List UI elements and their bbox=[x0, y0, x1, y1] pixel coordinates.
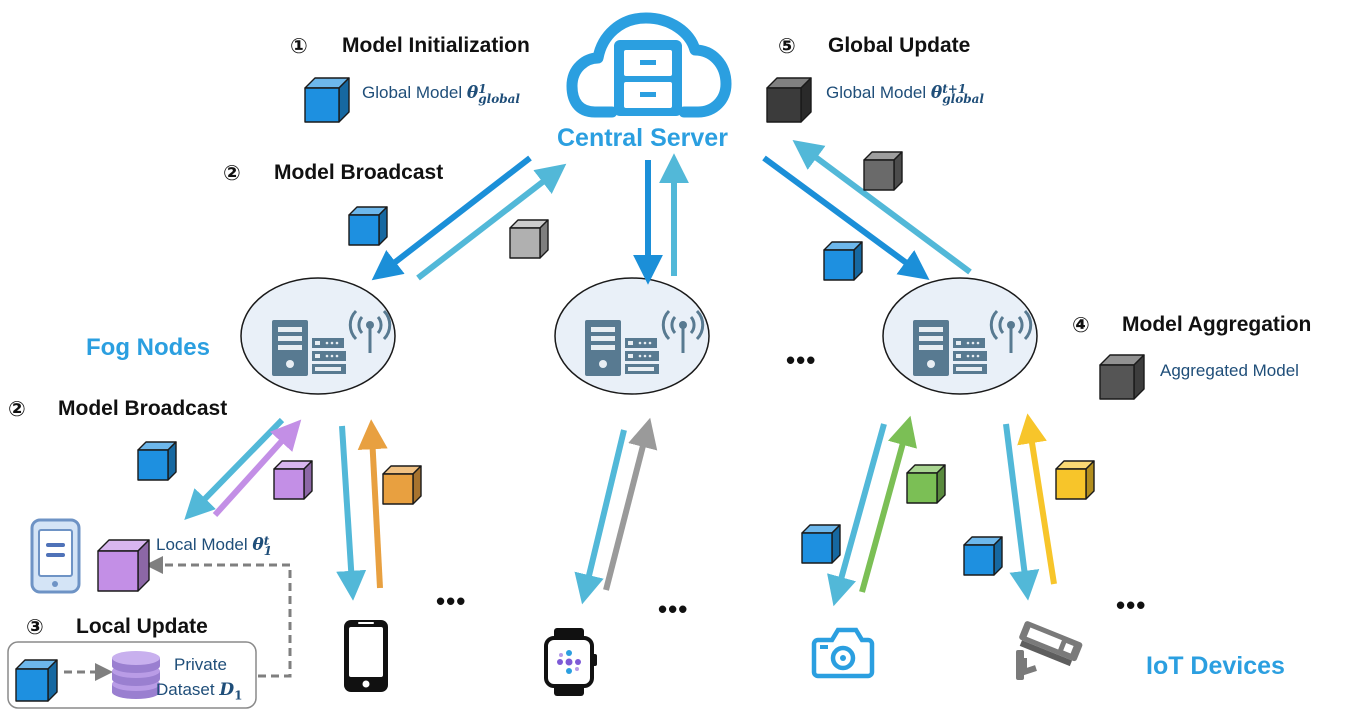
model-cubes bbox=[15, 77, 1145, 702]
smartwatch-icon bbox=[544, 628, 597, 696]
cube-local-update bbox=[15, 659, 58, 702]
cube-broadcast-top bbox=[348, 206, 388, 246]
cloud-server-icon bbox=[566, 12, 732, 118]
step-2-number-left: ② bbox=[8, 398, 26, 421]
step-3-number: ③ bbox=[26, 616, 44, 639]
step-4-number: ④ bbox=[1072, 314, 1090, 337]
phone-app-icon bbox=[30, 518, 81, 594]
arrow-phone-left-to-fog1 bbox=[212, 419, 302, 518]
cube-return-fog1 bbox=[509, 219, 549, 259]
aggregated-model-label: Aggregated Model bbox=[1160, 361, 1299, 380]
camera-icon bbox=[811, 627, 875, 679]
fog-ellipsis: ••• bbox=[786, 345, 817, 375]
cube-green-upload bbox=[906, 464, 946, 504]
cube-aggregated bbox=[1099, 354, 1145, 400]
database-icon bbox=[112, 651, 160, 699]
step-4-title: Model Aggregation bbox=[1122, 313, 1312, 336]
arrow-fog2-to-watch bbox=[574, 429, 627, 605]
arrow-phone-to-fog1 bbox=[357, 419, 388, 589]
smartphone-icon bbox=[344, 620, 388, 692]
arrow-watch-to-fog2 bbox=[603, 417, 658, 591]
local-update-box bbox=[7, 641, 257, 709]
arrow-camera-to-fog3 bbox=[859, 415, 917, 593]
cube-orange-upload bbox=[382, 465, 422, 505]
cube-init bbox=[304, 77, 350, 123]
step-5-number: ⑤ bbox=[778, 35, 796, 58]
fog-node-3 bbox=[882, 277, 1038, 395]
arrow-fog3-to-camera bbox=[827, 423, 887, 607]
dashed-arrow-to-local-model bbox=[145, 556, 292, 678]
fog-node-2 bbox=[554, 277, 710, 395]
device-ellipsis-2: ••• bbox=[658, 594, 689, 624]
arrow-fog1-to-server bbox=[416, 163, 567, 281]
cube-return-fog3 bbox=[863, 151, 903, 191]
cube-yellow-upload bbox=[1055, 460, 1095, 500]
dataset-line-1: Private bbox=[174, 655, 227, 674]
device-ellipsis-1: ••• bbox=[436, 586, 467, 616]
iot-devices-label: IoT Devices bbox=[1146, 652, 1285, 680]
step-2-number-top: ② bbox=[223, 162, 241, 185]
step-1-number: ① bbox=[290, 35, 308, 58]
central-server-label: Central Server bbox=[557, 124, 728, 152]
step-5-title: Global Update bbox=[828, 34, 971, 57]
cube-global-update bbox=[766, 77, 812, 123]
cube-broadcast-cctv bbox=[963, 536, 1003, 576]
cube-broadcast-fog3 bbox=[823, 241, 863, 281]
step-2-title-top: Model Broadcast bbox=[274, 161, 444, 184]
arrow-fog3-to-server bbox=[792, 139, 972, 275]
fog-node-1 bbox=[240, 277, 396, 395]
arrow-server-to-fog1 bbox=[371, 155, 532, 281]
cctv-icon bbox=[1016, 621, 1083, 680]
arrow-fog1-to-phone-left bbox=[184, 417, 285, 521]
cube-broadcast-left bbox=[137, 441, 177, 481]
cube-broadcast-camera bbox=[801, 524, 841, 564]
fog-nodes-label: Fog Nodes bbox=[86, 334, 210, 361]
step-3-title: Local Update bbox=[76, 615, 208, 638]
cube-purple-upload bbox=[273, 460, 313, 500]
cube-local-model bbox=[97, 539, 150, 592]
step-2-title-left: Model Broadcast bbox=[58, 397, 228, 420]
arrow-fog3-to-cctv bbox=[1003, 423, 1040, 601]
device-ellipsis-3: ••• bbox=[1116, 590, 1147, 620]
step-1-title: Model Initialization bbox=[342, 34, 530, 57]
dataset-line-2: Dataset D1 bbox=[156, 680, 243, 703]
arrow-cctv-to-fog3 bbox=[1017, 413, 1057, 585]
arrow-server-to-fog3 bbox=[762, 155, 930, 280]
arrow-fog1-to-phone bbox=[336, 425, 367, 601]
